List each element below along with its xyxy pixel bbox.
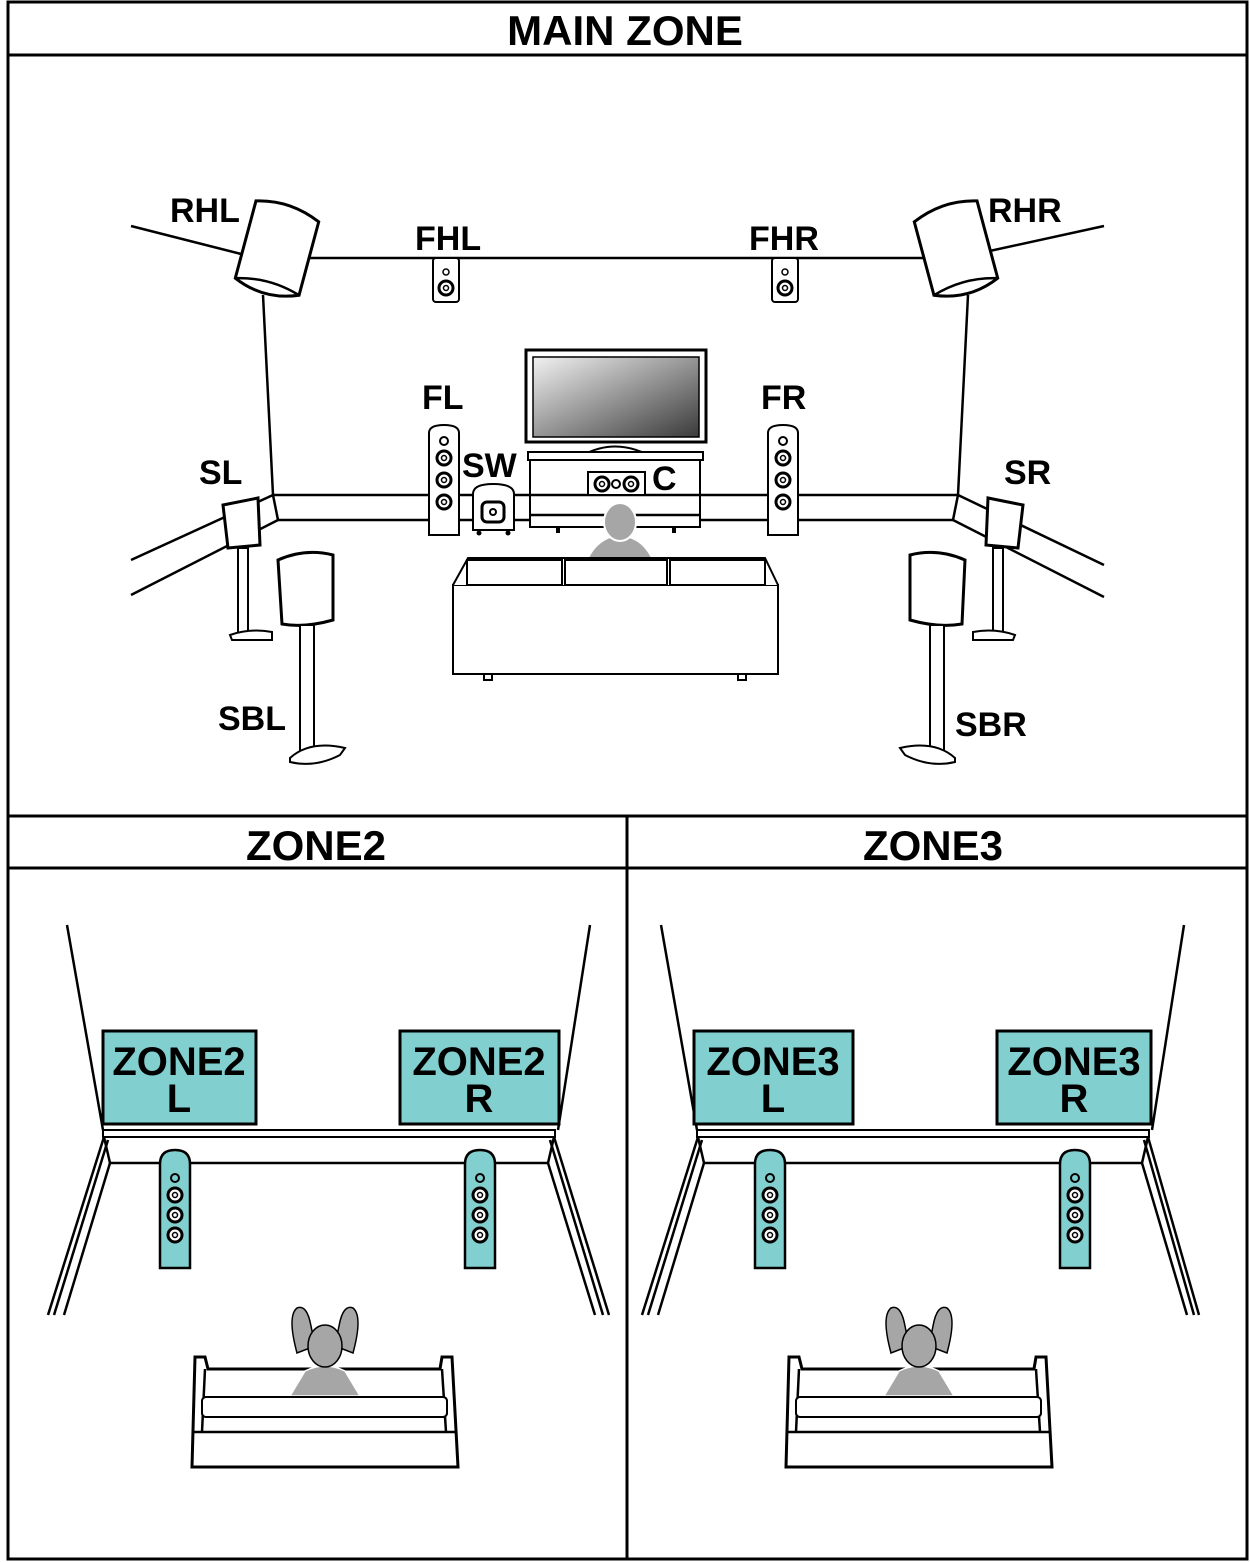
zone2-l-line2: L [167,1077,191,1121]
speaker-c [587,471,646,496]
label-rhl: RHL [170,192,240,230]
speaker-sl [221,496,273,641]
speaker-fhl [433,258,459,302]
label-fr: FR [761,379,806,417]
speaker-fhr [772,258,798,302]
speaker-sw [472,482,515,536]
label-fl: FL [422,379,464,417]
zone3-l-line1: ZONE3 [706,1040,839,1084]
zone2-r-line1: ZONE2 [412,1040,545,1084]
zone2-room [46,924,611,1469]
label-rhr: RHR [988,192,1062,230]
tv [524,348,708,456]
speaker-rhl [233,199,321,298]
label-fhl: FHL [415,220,481,258]
zone3-r-label-box: ZONE3 R [995,1029,1153,1126]
zone2-r-line2: R [465,1077,494,1121]
zone3-l-label-box: ZONE3 L [692,1029,855,1126]
label-c: C [652,460,677,498]
couch [452,557,779,681]
label-sw: SW [462,447,518,485]
zone3-room [640,924,1201,1469]
zone3-title: ZONE3 [863,822,1003,869]
main-zone-title: MAIN ZONE [507,7,743,54]
zone3-r-line1: ZONE3 [1007,1040,1140,1084]
speaker-sbr [898,550,967,765]
speaker-rhr [912,199,1000,298]
zone2-l-label-box: ZONE2 L [101,1029,258,1126]
speaker-sbl [276,550,347,765]
zone3-l-line2: L [761,1077,785,1121]
label-sbr: SBR [955,706,1027,744]
zone2-title: ZONE2 [246,822,386,869]
label-fhr: FHR [749,220,819,258]
zone3-r-line2: R [1060,1077,1089,1121]
speaker-fr [768,425,798,535]
label-sbl: SBL [218,700,286,738]
label-sr: SR [1004,454,1051,492]
listener [588,502,652,560]
label-sl: SL [199,454,242,492]
zone2-l-line1: ZONE2 [112,1040,245,1084]
zone2-r-label-box: ZONE2 R [398,1029,561,1126]
speaker-sr [972,496,1025,641]
speaker-fl [429,425,459,535]
